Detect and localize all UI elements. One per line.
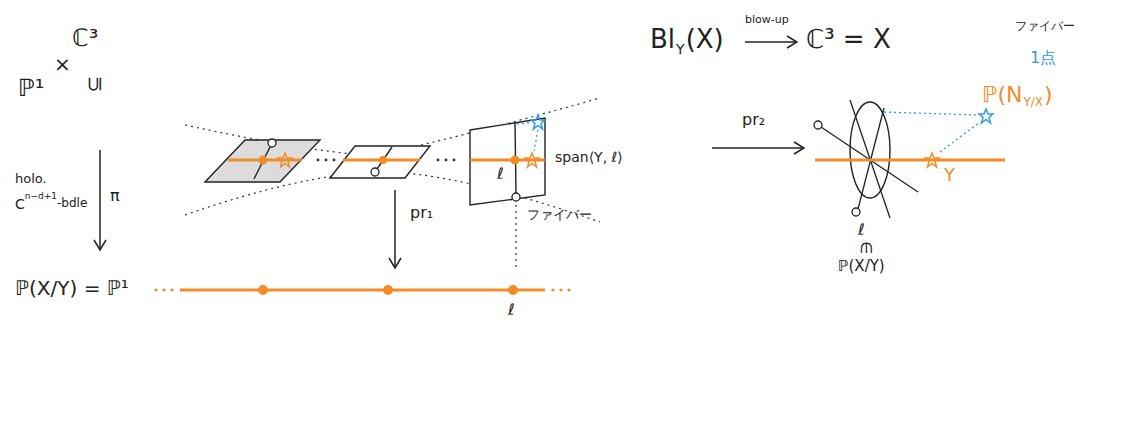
math-label: ⊆ bbox=[84, 76, 104, 93]
math-label: -bdle bbox=[57, 197, 87, 209]
math-label: ℂ³ bbox=[72, 26, 98, 50]
arrow-head bbox=[389, 258, 401, 268]
math-label: C bbox=[15, 197, 25, 211]
math-label: ファイバー bbox=[527, 208, 592, 221]
math-label: ) bbox=[1044, 84, 1053, 106]
end-circle bbox=[852, 208, 860, 216]
math-label: ℙ¹ bbox=[18, 76, 44, 100]
math-label: ℓ bbox=[497, 166, 504, 182]
orange-line bbox=[815, 159, 1005, 162]
line-l bbox=[254, 143, 272, 179]
fiber-plane bbox=[330, 146, 430, 178]
arrow bbox=[99, 150, 101, 248]
math-label: holo. bbox=[15, 172, 47, 185]
orange-dot bbox=[383, 285, 393, 295]
fiber-dotted bbox=[515, 205, 516, 268]
math-label: pr₁ bbox=[410, 205, 433, 221]
orange-star bbox=[925, 153, 939, 167]
math-label: ℓ bbox=[508, 302, 515, 318]
math-label: ∈ bbox=[858, 241, 873, 254]
fiber-plane bbox=[470, 118, 545, 205]
math-label: × bbox=[54, 54, 71, 74]
math-label: ℙ(X/Y) bbox=[838, 259, 885, 274]
orange-dot bbox=[258, 285, 268, 295]
math-label: ℙ(N bbox=[982, 84, 1022, 106]
math-label: ℂ³ = X bbox=[806, 26, 891, 52]
blue-dotted bbox=[517, 123, 529, 124]
orange-line bbox=[470, 159, 545, 162]
arrow bbox=[712, 147, 802, 149]
arrow bbox=[394, 190, 396, 266]
math-label: Y bbox=[676, 42, 685, 56]
end-circle bbox=[814, 121, 822, 129]
math-label: span⟨Y, ℓ⟩ bbox=[555, 150, 623, 164]
math-label: (X) bbox=[686, 26, 724, 52]
arrow-head bbox=[94, 240, 106, 250]
orange-star bbox=[278, 153, 292, 167]
end-circle bbox=[512, 193, 520, 201]
end-circle bbox=[268, 139, 276, 147]
math-label: pr₂ bbox=[742, 112, 765, 128]
blue-dotted bbox=[884, 112, 976, 115]
end-circle bbox=[371, 168, 379, 176]
blue-star bbox=[979, 109, 993, 123]
math-label: ℓ bbox=[858, 222, 865, 238]
orange-star bbox=[525, 153, 539, 167]
orange-dot bbox=[508, 285, 518, 295]
math-label: blow-up bbox=[745, 14, 789, 25]
math-label: Y bbox=[944, 166, 955, 184]
math-label: ℙ(X/Y) = ℙ¹ bbox=[15, 278, 129, 298]
arrow bbox=[745, 41, 795, 43]
math-label: π bbox=[110, 188, 120, 204]
orange-dot bbox=[511, 156, 520, 165]
math-label: ファイバー bbox=[1015, 20, 1075, 32]
fiber-plane bbox=[205, 140, 320, 182]
math-label: Y/X bbox=[1023, 96, 1043, 108]
math-label: 1点 bbox=[1030, 50, 1056, 66]
blue-dotted bbox=[534, 130, 538, 151]
arrow-head bbox=[794, 142, 804, 154]
blue-star bbox=[531, 115, 545, 129]
orange-dot bbox=[259, 156, 268, 165]
arrow-head bbox=[787, 36, 797, 48]
math-label: n−d+1 bbox=[25, 192, 57, 201]
base-line bbox=[180, 289, 545, 292]
math-label: Bl bbox=[650, 26, 675, 52]
blue-dotted bbox=[940, 122, 980, 152]
orange-dot bbox=[379, 156, 387, 164]
